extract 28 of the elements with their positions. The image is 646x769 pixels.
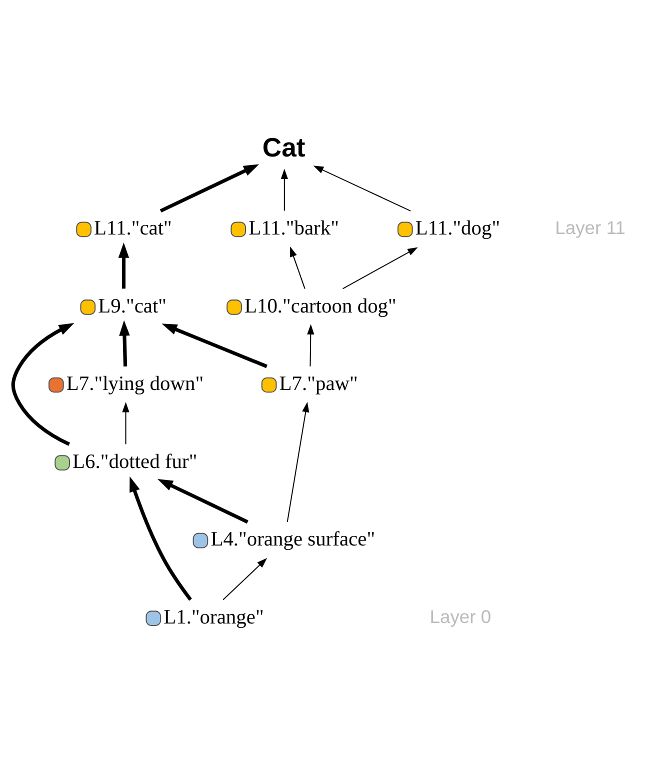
- arrow: [312, 166, 410, 212]
- arrow: [118, 320, 130, 366]
- arrow: [290, 246, 305, 289]
- arrow: [118, 242, 129, 289]
- arrow: [122, 402, 129, 444]
- arrow: [222, 558, 267, 600]
- node-label: L7."paw": [278, 373, 358, 396]
- node-label: L11."dog": [414, 218, 500, 240]
- node-label: L4."orange surface": [210, 528, 375, 551]
- arrow: [159, 164, 259, 213]
- node-label: L1."orange": [163, 606, 264, 628]
- label: Layer 0: [429, 606, 491, 627]
- label: Layer 11: [554, 216, 625, 238]
- arrow: [161, 324, 267, 368]
- node-label: L10."cartoon dog": [244, 295, 396, 318]
- node-label: L9."cat": [98, 295, 166, 318]
- arrow: [342, 247, 418, 290]
- node-text: Cat: [262, 132, 305, 163]
- arrow: [129, 476, 192, 601]
- arrow: [10, 323, 74, 446]
- node-label: L7."lying down": [66, 373, 204, 396]
- node-label: L11."cat": [94, 218, 172, 240]
- arrow: [286, 402, 309, 522]
- node-label: L6."dotted fur": [72, 450, 197, 473]
- arrow: [306, 324, 314, 366]
- arrow: [280, 168, 288, 211]
- arrow: [156, 478, 248, 524]
- node-label: L11."bark": [248, 218, 338, 240]
